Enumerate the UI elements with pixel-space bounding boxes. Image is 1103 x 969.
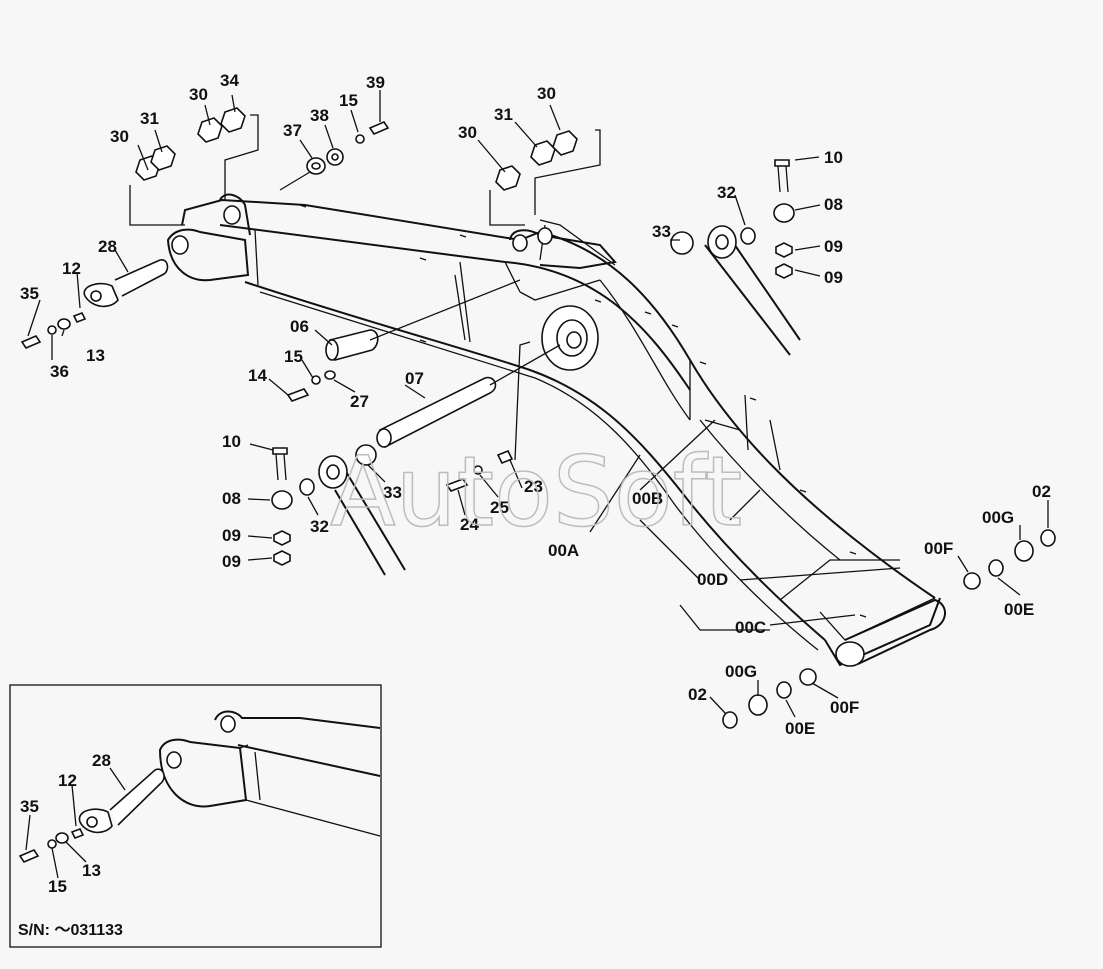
callout-15: 15 <box>284 347 303 366</box>
callout-38: 38 <box>310 106 329 125</box>
callout-09: 09 <box>222 552 241 571</box>
serial-number-label: S/N: ～031133 <box>18 922 123 939</box>
inset-callout-12: 12 <box>58 771 77 790</box>
callout-15: 15 <box>339 91 358 110</box>
callout-00C: 00C <box>735 618 766 637</box>
callout-09: 09 <box>222 526 241 545</box>
callout-23: 23 <box>524 477 543 496</box>
callout-37: 37 <box>283 121 302 140</box>
callout-00B: 00B <box>632 489 663 508</box>
callout-33: 33 <box>652 222 671 241</box>
leader-lines <box>27 90 1049 718</box>
callout-10: 10 <box>824 148 843 167</box>
callout-24: 24 <box>460 515 479 534</box>
watermark: AutoSoft <box>330 436 742 548</box>
callout-34: 34 <box>220 71 239 90</box>
callout-30: 30 <box>458 123 477 142</box>
callout-32: 32 <box>310 517 329 536</box>
callout-labels: 30 31 30 34 37 38 15 39 30 31 30 10 32 0… <box>20 71 1051 738</box>
callout-36: 36 <box>50 362 69 381</box>
callout-30: 30 <box>110 127 129 146</box>
inset-callout-15: 15 <box>48 877 67 896</box>
callout-10: 10 <box>222 432 241 451</box>
callout-28: 28 <box>98 237 117 256</box>
inset-callout-28: 28 <box>92 751 111 770</box>
callout-00G: 00G <box>725 662 757 681</box>
boom-body <box>166 193 946 667</box>
inset-callout-35: 35 <box>20 797 39 816</box>
inset-callout-13: 13 <box>82 861 101 880</box>
callout-00A: 00A <box>548 541 579 560</box>
callout-00F: 00F <box>830 698 859 717</box>
callout-09: 09 <box>824 268 843 287</box>
callout-14: 14 <box>248 366 267 385</box>
callout-25: 25 <box>490 498 509 517</box>
callout-02: 02 <box>688 685 707 704</box>
callout-12: 12 <box>62 259 81 278</box>
callout-09: 09 <box>824 237 843 256</box>
callout-30: 30 <box>189 85 208 104</box>
callout-35: 35 <box>20 284 39 303</box>
callout-00F: 00F <box>924 539 953 558</box>
boom-cylinder <box>318 455 406 576</box>
callout-08: 08 <box>824 195 843 214</box>
callout-27: 27 <box>350 392 369 411</box>
callout-02: 02 <box>1032 482 1051 501</box>
inset-detail: 28 12 35 13 15 S/N: ～031133 <box>9 684 382 948</box>
callout-06: 06 <box>290 317 309 336</box>
callout-07: 07 <box>405 369 424 388</box>
callout-00D: 00D <box>697 570 728 589</box>
arm-cylinder <box>704 225 801 356</box>
callout-33: 33 <box>383 483 402 502</box>
callout-00E: 00E <box>1004 600 1034 619</box>
callout-00E: 00E <box>785 719 815 738</box>
callout-32: 32 <box>717 183 736 202</box>
callout-08: 08 <box>222 489 241 508</box>
callout-39: 39 <box>366 73 385 92</box>
callout-31: 31 <box>140 109 159 128</box>
callout-13: 13 <box>86 346 105 365</box>
callout-00G: 00G <box>982 508 1014 527</box>
callout-31: 31 <box>494 105 513 124</box>
callout-30: 30 <box>537 84 556 103</box>
loose-parts <box>20 107 1056 729</box>
